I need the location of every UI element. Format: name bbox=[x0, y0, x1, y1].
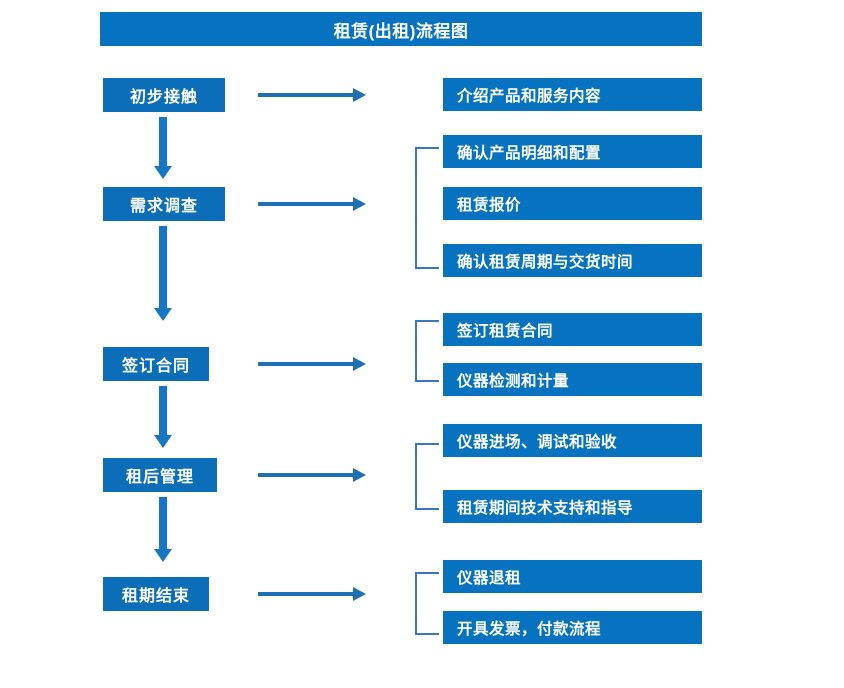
detail-group-bracket-3 bbox=[415, 320, 439, 382]
arrow-head bbox=[353, 587, 366, 601]
arrow-head bbox=[154, 308, 172, 321]
stage-box-3[interactable]: 签订合同 bbox=[103, 347, 209, 381]
stage-box-4[interactable]: 租后管理 bbox=[103, 458, 217, 492]
detail-box-5-1[interactable]: 仪器退租 bbox=[443, 560, 702, 593]
detail-group-bracket-2 bbox=[415, 147, 439, 269]
stage-connector-arrow-2 bbox=[154, 226, 172, 321]
detail-box-3-1[interactable]: 签订租赁合同 bbox=[443, 313, 702, 346]
stage-to-detail-arrow-3 bbox=[258, 357, 366, 371]
stage-to-detail-arrow-5 bbox=[258, 587, 366, 601]
arrow-shaft bbox=[258, 93, 354, 97]
stage-connector-arrow-4 bbox=[154, 497, 172, 562]
stage-to-detail-arrow-1 bbox=[258, 88, 366, 102]
detail-box-3-2[interactable]: 仪器检测和计量 bbox=[443, 363, 702, 396]
arrow-shaft bbox=[159, 117, 167, 166]
stage-to-detail-arrow-4 bbox=[258, 468, 366, 482]
arrow-shaft bbox=[159, 226, 167, 308]
arrow-head bbox=[353, 468, 366, 482]
arrow-shaft bbox=[159, 386, 167, 435]
stage-box-2[interactable]: 需求调查 bbox=[103, 187, 225, 221]
stage-connector-arrow-1 bbox=[154, 117, 172, 179]
arrow-shaft bbox=[159, 497, 167, 549]
stage-box-1[interactable]: 初步接触 bbox=[103, 78, 225, 112]
arrow-shaft bbox=[258, 592, 354, 596]
detail-box-1-1[interactable]: 介绍产品和服务内容 bbox=[443, 78, 702, 111]
arrow-head bbox=[353, 197, 366, 211]
arrow-head bbox=[353, 357, 366, 371]
arrow-shaft bbox=[258, 202, 354, 206]
stage-connector-arrow-3 bbox=[154, 386, 172, 448]
detail-box-4-2[interactable]: 租赁期间技术支持和指导 bbox=[443, 490, 702, 523]
arrow-head bbox=[353, 88, 366, 102]
detail-group-bracket-4 bbox=[415, 443, 439, 510]
arrow-shaft bbox=[258, 473, 354, 477]
detail-box-2-2[interactable]: 租赁报价 bbox=[443, 187, 702, 220]
arrow-head bbox=[154, 549, 172, 562]
arrow-shaft bbox=[258, 362, 354, 366]
detail-box-5-2[interactable]: 开具发票，付款流程 bbox=[443, 611, 702, 644]
detail-group-bracket-5 bbox=[415, 572, 439, 635]
stage-box-5[interactable]: 租期结束 bbox=[103, 577, 209, 611]
arrow-head bbox=[154, 435, 172, 448]
arrow-head bbox=[154, 166, 172, 179]
detail-box-4-1[interactable]: 仪器进场、调试和验收 bbox=[443, 424, 702, 457]
stage-to-detail-arrow-2 bbox=[258, 197, 366, 211]
diagram-title: 租赁(出租)流程图 bbox=[100, 12, 702, 46]
detail-box-2-1[interactable]: 确认产品明细和配置 bbox=[443, 135, 702, 168]
detail-box-2-3[interactable]: 确认租赁周期与交货时间 bbox=[443, 244, 702, 277]
